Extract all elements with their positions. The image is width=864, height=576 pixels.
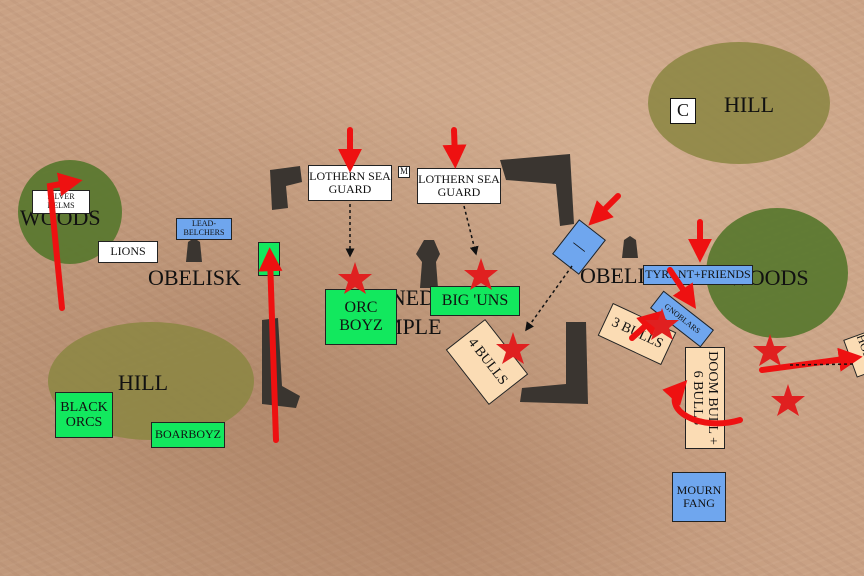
- dashed-line-character: [525, 265, 573, 332]
- unit-mourn-fang[interactable]: MOURN FANG: [672, 472, 726, 522]
- ruin-bottom-right: [520, 322, 588, 404]
- star-doom-bull: [771, 384, 805, 416]
- arrow-left-flank: [258, 247, 283, 443]
- dashed-line-sea-guard-2: [463, 205, 479, 256]
- unit-lead-belchers[interactable]: LEAD- BELCHERS: [176, 218, 232, 240]
- star-orc-boyz: [338, 262, 372, 294]
- dashed-line-right: [789, 363, 857, 366]
- ruin-top-right: [500, 154, 574, 226]
- marker-c[interactable]: C: [670, 98, 696, 124]
- unit-big-uns[interactable]: BIG 'UNS: [430, 286, 520, 316]
- marker-m[interactable]: M: [398, 166, 410, 178]
- unit-boarboyz[interactable]: BOARBOYZ: [151, 422, 225, 448]
- arrow-ogre-character: [588, 193, 621, 226]
- unit-black-orcs[interactable]: BLACK ORCS: [55, 392, 113, 438]
- unit-sea-guard-2[interactable]: LOTHERN SEA GUARD: [417, 168, 501, 204]
- unit-orc-boyz[interactable]: ORC BOYZ: [325, 289, 397, 345]
- obelisk-label-left: OBELISK: [148, 265, 241, 290]
- obelisk-left-marker: [186, 238, 202, 262]
- star-three-bulls: [645, 308, 679, 340]
- obelisk-right-marker: [622, 236, 638, 258]
- arrow-right-flank: [759, 347, 863, 373]
- star-gnoblars-right: [753, 334, 787, 366]
- arrow-gnoblars-charge: [667, 267, 696, 309]
- arrow-silver-helms: [46, 172, 83, 311]
- arrow-doom-bull-turn: [662, 379, 743, 427]
- arrow-sea-guard-2: [442, 127, 467, 169]
- hill-label-left: HILL: [118, 370, 169, 395]
- star-four-bulls: [496, 332, 530, 364]
- ruin-top-left: [270, 166, 302, 210]
- hill-label-top-right: HILL: [724, 92, 775, 117]
- temple-statue: [416, 240, 440, 288]
- unit-lions[interactable]: LIONS: [98, 241, 158, 263]
- star-big-uns: [464, 258, 498, 290]
